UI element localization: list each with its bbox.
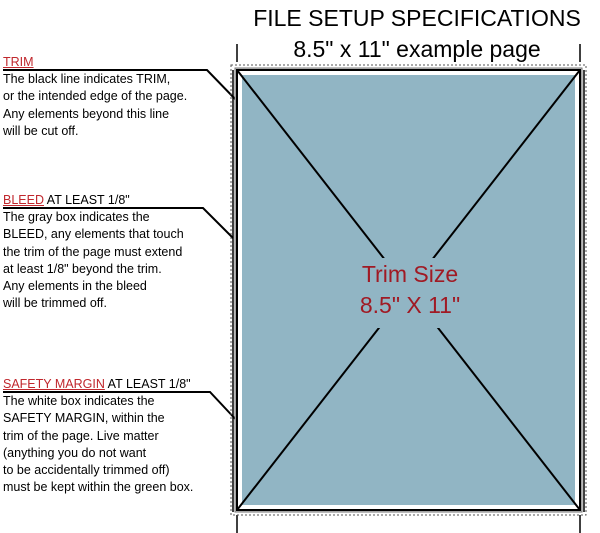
trim-leader-line [3,69,239,103]
bleed-section: BLEED AT LEAST 1/8" The gray box indicat… [3,192,184,312]
bleed-outline [230,64,587,516]
trim-section: TRIM The black line indicates TRIM, or t… [3,54,187,140]
trim-text-line: will be cut off. [3,123,79,138]
trim-text-line: or the intended edge of the page. [3,89,188,104]
safety-text-line: to be accidentally trimmed off) [3,463,170,478]
bleed-text-line: The gray box indicates the [3,210,150,225]
bleed-text-line: Any elements in the bleed [3,279,147,294]
safety-text-line: must be kept within the green box. [3,480,194,495]
safety-leader-line [3,391,241,425]
safety-text-line: trim of the page. Live matter [3,428,159,443]
bleed-text-line: BLEED, any elements that touch [3,227,184,242]
safety-text-line: SAFETY MARGIN, within the [3,411,165,426]
bleed-text-line: will be trimmed off. [3,296,107,311]
trim-line [236,69,581,511]
trim-text-line: The black line indicates TRIM, [3,72,171,87]
page-title: FILE SETUP SPECIFICATIONS [253,5,581,31]
safety-section: SAFETY MARGIN AT LEAST 1/8" The white bo… [3,376,193,496]
trim-text-line: Any elements beyond this line [3,106,170,121]
trim-size-value: 8.5" X 11" [359,292,461,318]
safety-text-line: The white box indicates the [3,394,155,409]
page-subtitle: 8.5" x 11" example page [293,36,541,62]
bleed-leader-line [3,207,234,239]
safety-text-line: (anything you do not want [3,445,147,460]
bleed-text-line: the trim of the page must extend [3,244,183,259]
crop-marks [232,44,585,533]
trim-label-backdrop [340,258,478,328]
trim-heading: TRIM [3,55,34,69]
bleed-text-line: at least 1/8" beyond the trim. [3,261,162,276]
safety-heading: SAFETY MARGIN AT LEAST 1/8" [3,377,191,391]
bleed-heading: BLEED AT LEAST 1/8" [3,193,130,207]
trim-size-label: Trim Size [361,261,459,287]
